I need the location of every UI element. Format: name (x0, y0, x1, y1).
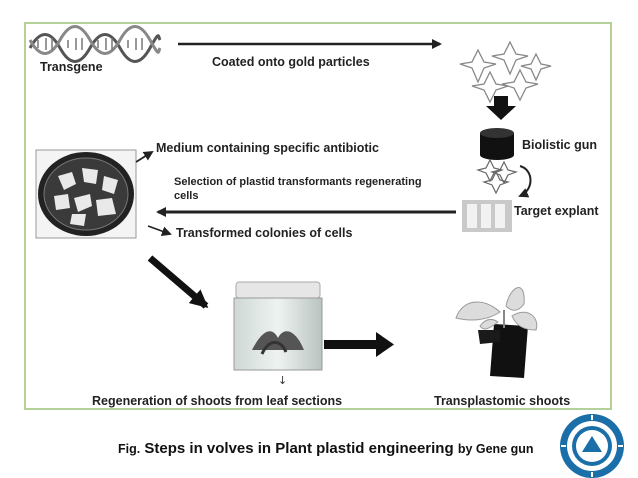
label-selection-line1: Selection of plastid transformants regen… (174, 176, 422, 188)
arrow-to-medium-label (135, 150, 154, 163)
label-target-explant: Target explant (514, 204, 599, 218)
gold-particles-icon (459, 40, 552, 104)
particles-small-icon (475, 158, 519, 195)
dna-helix-icon (28, 25, 162, 63)
label-transplastomic: Transplastomic shoots (434, 394, 571, 408)
label-coated-gold: Coated onto gold particles (212, 55, 370, 69)
caption-suffix: by Gene gun (457, 442, 534, 456)
label-transgene: Transgene (40, 60, 103, 74)
arrow-to-colonies-label (147, 225, 172, 236)
potted-plant-icon (455, 287, 538, 378)
culture-jar-icon (233, 281, 323, 371)
university-seal-icon (560, 414, 624, 478)
label-transformed-colonies: Transformed colonies of cells (176, 226, 353, 240)
target-explant-icon (462, 200, 512, 232)
arrow-curved (518, 165, 532, 198)
arrow-down-to-gun (486, 96, 516, 120)
petri-dish-icon (35, 149, 137, 239)
figure-caption: Fig. Steps in volves in Plant plastid en… (118, 440, 534, 457)
biolistic-gun-icon (480, 128, 514, 160)
small-down-arrow-icon: ↓ (278, 374, 287, 387)
label-selection-line2: cells (174, 190, 199, 202)
arrow-diagonal (147, 255, 209, 309)
label-regeneration: Regeneration of shoots from leaf section… (92, 394, 343, 408)
label-medium: Medium containing specific antibiotic (156, 141, 379, 155)
caption-prefix: Fig. (118, 442, 141, 456)
caption-main: Steps in volves in Plant plastid enginee… (144, 440, 454, 457)
arrow-to-pot (324, 332, 394, 357)
label-biolistic-gun: Biolistic gun (522, 138, 597, 152)
